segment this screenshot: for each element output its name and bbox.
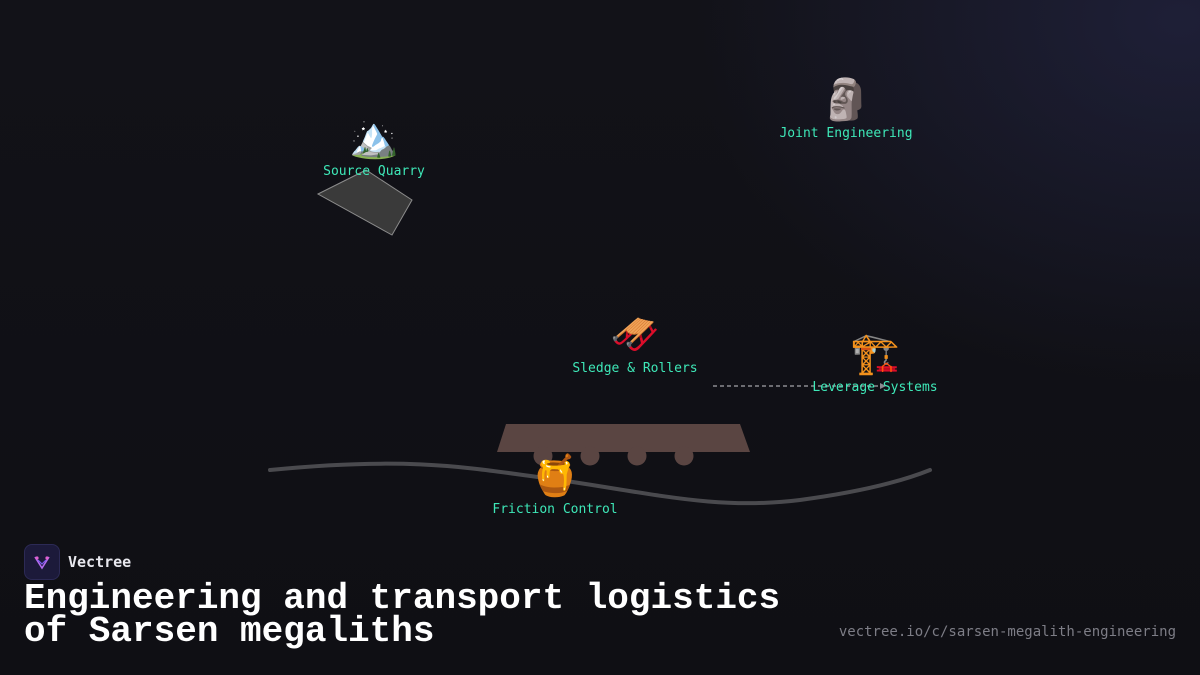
stone-block [316, 169, 413, 236]
vectree-logo-icon [24, 544, 60, 580]
roller [533, 446, 553, 466]
node-label: Friction Control [492, 502, 618, 517]
node-source-quarry[interactable]: 🏔️ Source Quarry [323, 114, 425, 179]
sled-icon: 🛷 [610, 312, 660, 358]
roller [580, 446, 600, 466]
moai-icon: 🗿 [821, 77, 871, 123]
node-leverage-systems[interactable]: 🏗️ Leverage Systems [812, 330, 937, 395]
node-sledge-rollers[interactable]: 🛷 Sledge & Rollers [572, 311, 697, 376]
node-label: Source Quarry [323, 164, 425, 179]
transport-track [268, 461, 932, 506]
brand[interactable]: Vectree [24, 544, 131, 580]
sledge-platform [497, 424, 750, 452]
node-joint-engineering[interactable]: 🗿 Joint Engineering [779, 76, 912, 141]
page-title: Engineering and transport logistics of S… [24, 578, 781, 652]
node-label: Joint Engineering [779, 126, 913, 141]
roller [627, 446, 647, 466]
brand-name: Vectree [68, 553, 132, 571]
roller [674, 446, 694, 466]
honey-pot-icon: 🍯 [530, 453, 580, 499]
source-url[interactable]: vectree.io/c/sarsen-megalith-engineering [838, 624, 1176, 640]
node-label: Leverage Systems [812, 380, 938, 395]
edge-arrowhead [880, 383, 886, 389]
mountain-icon: 🏔️ [349, 115, 399, 161]
node-label: Sledge & Rollers [572, 361, 698, 376]
node-friction-control[interactable]: 🍯 Friction Control [492, 452, 617, 517]
crane-icon: 🏗️ [850, 331, 900, 377]
